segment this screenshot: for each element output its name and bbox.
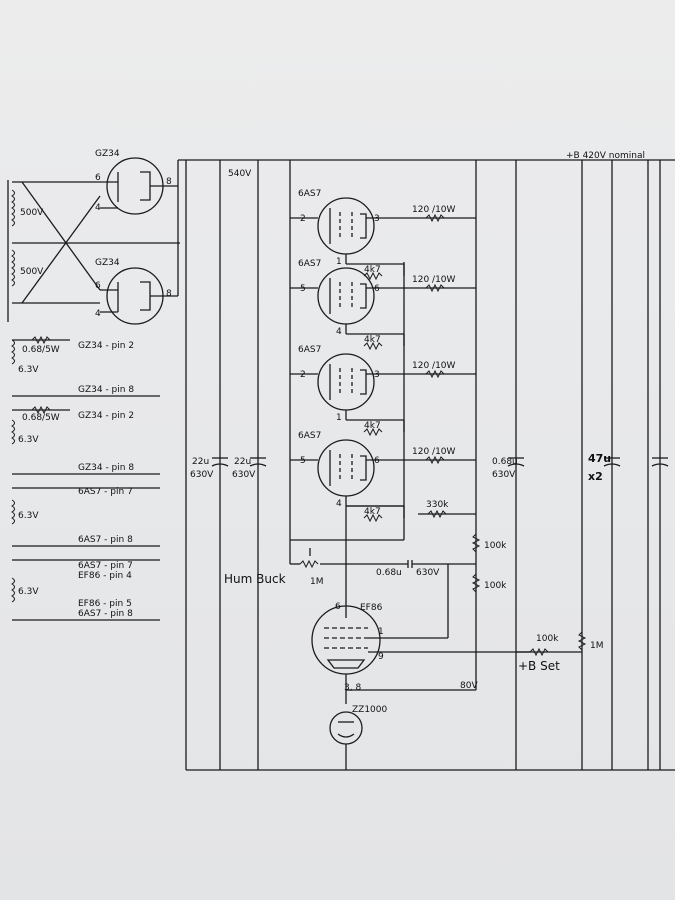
heater3-line1: 6AS7 - pin 7: [78, 487, 133, 497]
cap47-val: 47u: [588, 452, 611, 465]
triode-2-cath-pin: 6: [374, 284, 380, 294]
triode-3-cath-pin: 3: [374, 370, 380, 380]
heater1-line2: GZ34 - pin 8: [78, 385, 134, 395]
heater4-line1a: 6AS7 - pin 7: [78, 561, 133, 571]
heater1-volt: 6.3V: [18, 365, 39, 375]
heater4-volt: 6.3V: [18, 587, 39, 597]
triode-4-cath-pin: 6: [374, 456, 380, 466]
triode-1-label: 6AS7: [298, 189, 321, 199]
heater2-volt: 6.3V: [18, 435, 39, 445]
cap1-volt: 630V: [190, 470, 214, 480]
triode-4-plate-pin: 4: [336, 499, 342, 509]
right-caps: 0.68u 630V 47u x2: [492, 452, 669, 483]
cap2-volt: 630V: [232, 470, 256, 480]
gz34-bottom-label: GZ34: [95, 258, 120, 268]
heater2-res: 0.68/5W: [22, 413, 60, 423]
r100k-b: 100k: [484, 581, 507, 591]
triode-2-pres: 4k7: [364, 335, 381, 345]
heater3-line2: 6AS7 - pin 8: [78, 535, 133, 545]
heater4-line2b: 6AS7 - pin 8: [78, 609, 133, 619]
ef86-pin6: 6: [335, 602, 341, 612]
cap47-mult: x2: [588, 470, 603, 483]
hum-buck: Hum Buck 1M: [224, 539, 346, 587]
gz34-bottom: GZ34 6 4 8: [95, 258, 178, 325]
caps-22u: 22u 630V 22u 630V: [190, 457, 267, 480]
heater4-line1b: EF86 - pin 4: [78, 571, 132, 581]
ef86-pin38: 3, 8: [344, 683, 361, 693]
triode-2-plate-pin: 4: [336, 327, 342, 337]
coil-label-2: 500V: [20, 267, 44, 277]
main-rails: 540V +B 420V nominal: [177, 151, 675, 771]
heater1-line1: GZ34 - pin 2: [78, 341, 134, 351]
triode-1-plate-pin: 1: [336, 257, 342, 267]
triode-1-pres: 4k7: [364, 265, 381, 275]
triode-3-plate-pin: 1: [336, 413, 342, 423]
set-label: +B Set: [518, 659, 560, 673]
rail-80v: 80V: [460, 681, 478, 691]
set-pot: 1M: [590, 641, 604, 651]
cap068-volt: 630V: [492, 470, 516, 480]
zz1000: ZZ1000: [329, 705, 388, 770]
heater2-line2: GZ34 - pin 8: [78, 463, 134, 473]
triode-2-grid-pin: 5: [300, 284, 306, 294]
cap1-val: 22u: [192, 457, 209, 467]
triode-1-grid-pin: 2: [300, 214, 306, 224]
gz34-top: GZ34 6 4 8: [95, 149, 178, 215]
triode-stack: 6AS7 2 3 1 120 /10W 4k7 6AS7 5 6 4 120 /10W 4k7 6AS7…: [290, 189, 476, 541]
triode-4-pres: 4k7: [364, 507, 381, 517]
bplus-set: 100k 1M +B Set: [516, 631, 604, 673]
gz34-top-pin8: 8: [166, 177, 172, 187]
coil-label-1: 500V: [20, 208, 44, 218]
triode-1-cath-pin: 3: [374, 214, 380, 224]
heater3-volt: 6.3V: [18, 511, 39, 521]
triode-3-grid-pin: 2: [300, 370, 306, 380]
hum-pot-value: 1M: [310, 577, 324, 587]
triode-1-res: 120 /10W: [412, 205, 456, 215]
zz1000-label: ZZ1000: [352, 705, 388, 715]
r330k: 330k: [418, 500, 476, 519]
set-res: 100k: [536, 634, 559, 644]
triode-3-pres: 4k7: [364, 421, 381, 431]
rail-540v: 540V: [228, 169, 252, 179]
heater1-res: 0.68/5W: [22, 345, 60, 355]
ef86-tube: 6 EF86 1 9 3, 8: [311, 598, 582, 704]
hum-buck-label: Hum Buck: [224, 572, 286, 586]
gz34-top-pin6: 6: [95, 173, 101, 183]
heater4-line2a: EF86 - pin 5: [78, 599, 132, 609]
triode-2-label: 6AS7: [298, 259, 321, 269]
rail-bplus: +B 420V nominal: [566, 151, 645, 161]
ef86-pin9: 9: [378, 652, 384, 662]
gz34-bottom-pin6: 6: [95, 281, 101, 291]
triode-4-res: 120 /10W: [412, 447, 456, 457]
triode-4-grid-pin: 5: [300, 456, 306, 466]
triode-2-res: 120 /10W: [412, 275, 456, 285]
gz34-bottom-pin8: 8: [166, 289, 172, 299]
ef86-pin1: 1: [378, 627, 384, 637]
cap068-val: 0.68u: [492, 457, 518, 467]
gz34-top-pin4: 4: [95, 203, 101, 213]
ef86-label: EF86: [360, 603, 383, 613]
r100k-a: 100k: [484, 541, 507, 551]
heater-windings: 0.68/5W GZ34 - pin 2 6.3V GZ34 - pin 8 0…: [12, 335, 160, 621]
r330k-label: 330k: [426, 500, 449, 510]
cap2-val: 22u: [234, 457, 251, 467]
heater2-line1: GZ34 - pin 2: [78, 411, 134, 421]
triode-4-label: 6AS7: [298, 431, 321, 441]
gz34-top-label: GZ34: [95, 149, 120, 159]
triode-3-res: 120 /10W: [412, 361, 456, 371]
mid-section: 0.68u 630V 100k 100k 80V: [345, 533, 507, 691]
mid-cap-val: 0.68u: [376, 568, 402, 578]
mid-cap-volt: 630V: [416, 568, 440, 578]
triode-3-label: 6AS7: [298, 345, 321, 355]
gz34-bottom-pin4: 4: [95, 309, 101, 319]
transformer-secondary: 500V 500V: [7, 180, 180, 603]
